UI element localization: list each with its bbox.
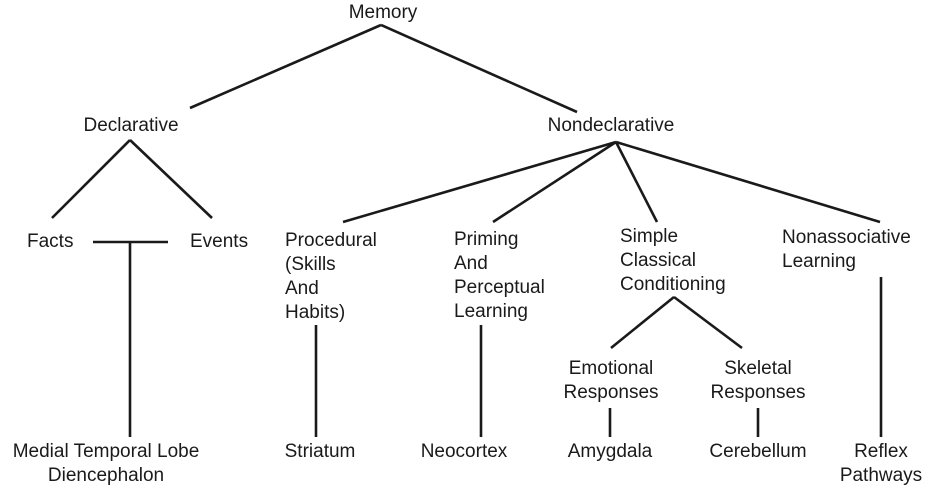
node-amygdala: Amygdala (567, 441, 653, 462)
node-reflex-pathways: Reflex Pathways (839, 441, 923, 486)
edge-classical-skeletal (673, 295, 743, 350)
edge-memory-declarative (189, 23, 382, 110)
node-facts: Facts (27, 231, 74, 252)
edge-declarative-events (129, 139, 213, 219)
node-nonassociative: Nonassociative Learning (782, 227, 911, 272)
node-declarative: Declarative (83, 115, 179, 136)
edge-memory-nondeclarative (380, 23, 578, 114)
node-events: Events (190, 231, 249, 252)
node-neocortex: Neocortex (420, 441, 508, 462)
edge-nondeclarative-nonassociative (615, 140, 881, 224)
node-procedural: Procedural (Skills And Habits) (285, 230, 377, 323)
node-skeletal-responses: Skeletal Responses (710, 358, 806, 403)
node-priming: Priming And Perceptual Learning (454, 229, 545, 322)
edge-declarative-facts (51, 139, 131, 219)
node-cerebellum: Cerebellum (709, 441, 807, 462)
node-nondeclarative: Nondeclarative (547, 115, 675, 136)
node-classical: Simple Classical Conditioning (620, 226, 726, 295)
edge-nondeclarative-classical (614, 141, 659, 223)
edge-classical-emotional (610, 295, 675, 350)
node-emotional-responses: Emotional Responses (563, 358, 659, 403)
node-medial-temporal-lobe: Medial Temporal Lobe Diencephalon (12, 441, 200, 486)
edge-nondeclarative-priming (492, 140, 617, 224)
edge-nondeclarative-procedural (342, 140, 617, 224)
node-memory: Memory (348, 2, 418, 23)
node-striatum: Striatum (284, 441, 356, 462)
